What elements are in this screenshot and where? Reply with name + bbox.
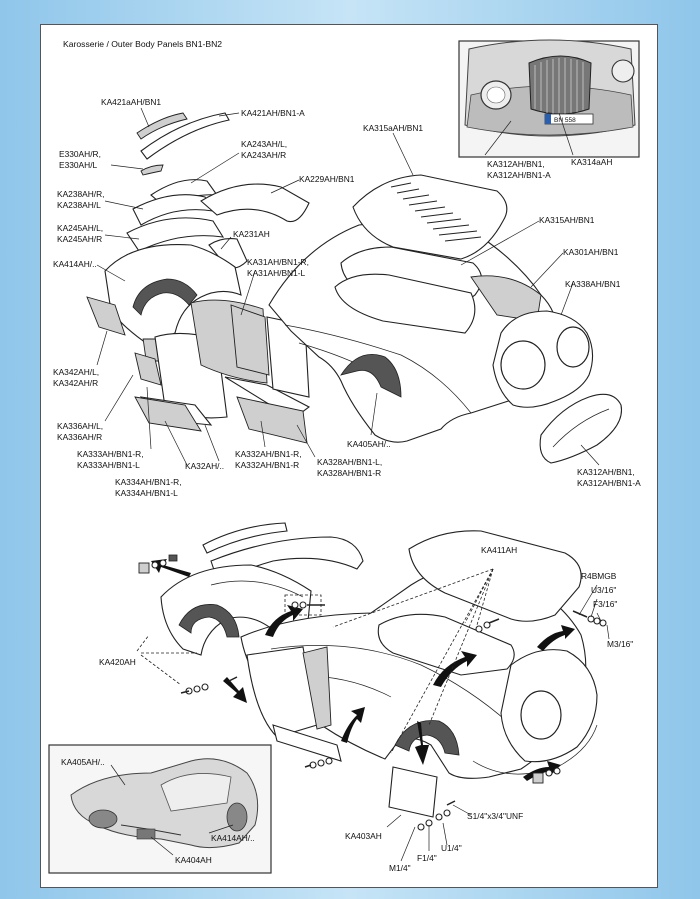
- label-ka403ah: KA403AH: [345, 831, 382, 841]
- label-m3-16: M3/16": [607, 639, 633, 649]
- label-ka301ah-bn1: KA301AH/BN1: [563, 247, 619, 257]
- label-ka420ah: KA420AH: [99, 657, 136, 667]
- label-ka336ah-r: KA336AH/R: [57, 432, 102, 442]
- part-ka342: [86, 296, 126, 336]
- label-ka238ah-r: KA238AH/R,: [57, 189, 104, 199]
- plate-text: BN 558: [554, 117, 576, 124]
- label-ka411ah: KA411AH: [481, 545, 517, 555]
- headlamp-aperture-right: [556, 326, 590, 368]
- part-ka245: [126, 217, 225, 252]
- exploded-body-diagram: Karosserie / Outer Body Panels BN1-BN2 B…: [48, 39, 641, 874]
- label-ka238ah-l: KA238AH/L: [57, 200, 101, 210]
- part-ka333: [134, 352, 162, 386]
- dashed-leaders: [136, 568, 494, 754]
- label-ka31ah-bn1l: KA31AH/BN1-L: [247, 268, 306, 278]
- part-ka334: [134, 396, 202, 432]
- label-ka245ah-l: KA245AH/L,: [57, 223, 103, 233]
- label-ka336ah-l: KA336AH/L,: [57, 421, 103, 431]
- label-f3-16: F3/16": [593, 599, 617, 609]
- label-ka421ah-bn1a: KA421AH/BN1-A: [241, 108, 305, 118]
- label-ka243ah-l: KA243AH/L,: [241, 139, 287, 149]
- label-u3-16: U3/16": [591, 585, 616, 595]
- label-ka328ah-l: KA328AH/BN1-L,: [317, 457, 382, 467]
- part-grille-strip-b: [140, 112, 230, 160]
- label-e330ah-l: E330AH/L: [59, 160, 98, 170]
- label-ka421aah-bn1: KA421aAH/BN1: [101, 97, 161, 107]
- part-boot-seal: [334, 273, 476, 334]
- part-wheel-arch: [132, 278, 198, 316]
- label-ka334ah-l: KA334AH/BN1-L: [115, 488, 178, 498]
- label-ka312ah-bn1-top: KA312AH/BN1,: [487, 159, 545, 169]
- label-ka312ah-bn1a-top: KA312AH/BN1-A: [487, 170, 551, 180]
- label-ka333ah-r: KA333AH/BN1-R,: [77, 449, 144, 459]
- part-ka411-bonnet: [408, 530, 582, 622]
- label-u1-4: U1/4": [441, 843, 462, 853]
- part-ka31: [230, 304, 270, 376]
- label-ka315aah-bn1: KA315aAH/BN1: [363, 123, 423, 133]
- label-ka328ah-r: KA328AH/BN1-R: [317, 468, 381, 478]
- part-rear-wheel-arch: [340, 353, 402, 398]
- label-ka404ah: KA404AH: [175, 855, 212, 865]
- label-ka342ah-l: KA342AH/L,: [53, 367, 99, 377]
- label-ka32ah: KA32AH/..: [185, 461, 224, 471]
- label-r4bmgb: R4BMGB: [581, 571, 617, 581]
- assembled-body-drawing: [151, 522, 598, 818]
- label-ka245ah-r: KA245AH/R: [57, 234, 102, 244]
- label-ka405ah-inset: KA405AH/..: [61, 757, 105, 767]
- part-e330: [140, 164, 164, 176]
- label-s1-4: S1/4"x3/4"UNF: [467, 811, 523, 821]
- top-leaders: [96, 107, 600, 466]
- label-ka312ah-bn1-bot: KA312AH/BN1,: [577, 467, 635, 477]
- label-ka333ah-l: KA333AH/BN1-L: [77, 460, 140, 470]
- label-m1-4: M1/4": [389, 863, 411, 873]
- label-ka229ah-bn1: KA229AH/BN1: [299, 174, 355, 184]
- label-ka414ah-inset: KA414AH/..: [211, 833, 255, 843]
- page-title: Karosserie / Outer Body Panels BN1-BN2: [63, 39, 222, 49]
- label-ka243ah-r: KA243AH/R: [241, 150, 286, 160]
- front-photo-inset: BN 558: [458, 39, 640, 158]
- label-f1-4: F1/4": [417, 853, 437, 863]
- part-ka312-surround: [539, 393, 623, 464]
- part-grille-strip-a: [136, 112, 188, 140]
- label-ka342ah-r: KA342AH/R: [53, 378, 98, 388]
- label-e330ah-r: E330AH/R,: [59, 149, 101, 159]
- label-ka332ah-r: KA332AH/BN1-R,: [235, 449, 302, 459]
- label-ka332ah-l: KA332AH/BN1-R: [235, 460, 299, 470]
- headlamp-aperture-left: [500, 340, 546, 390]
- label-ka31ah-bn1r: KA31AH/BN1-R,: [247, 257, 309, 267]
- label-ka414ah-top: KA414AH/..: [53, 259, 97, 269]
- label-ka231ah: KA231AH: [233, 229, 270, 239]
- part-ka403-plate: [388, 766, 438, 818]
- part-ka229: [200, 183, 310, 223]
- label-ka312ah-bn1a-bot: KA312AH/BN1-A: [577, 478, 641, 488]
- label-ka405ah-mid: KA405AH/..: [347, 439, 391, 449]
- bottom-leaders: [386, 584, 610, 862]
- label-ka338ah-bn1: KA338AH/BN1: [565, 279, 621, 289]
- label-ka334ah-r: KA334AH/BN1-R,: [115, 477, 182, 487]
- catalog-page: Karosserie / Outer Body Panels BN1-BN2 B…: [40, 24, 658, 888]
- label-ka314aah: KA314aAH: [571, 157, 612, 167]
- label-ka315ah-bn1: KA315AH/BN1: [539, 215, 595, 225]
- louvres: [390, 182, 482, 242]
- body-shell-photo-inset: [48, 744, 272, 874]
